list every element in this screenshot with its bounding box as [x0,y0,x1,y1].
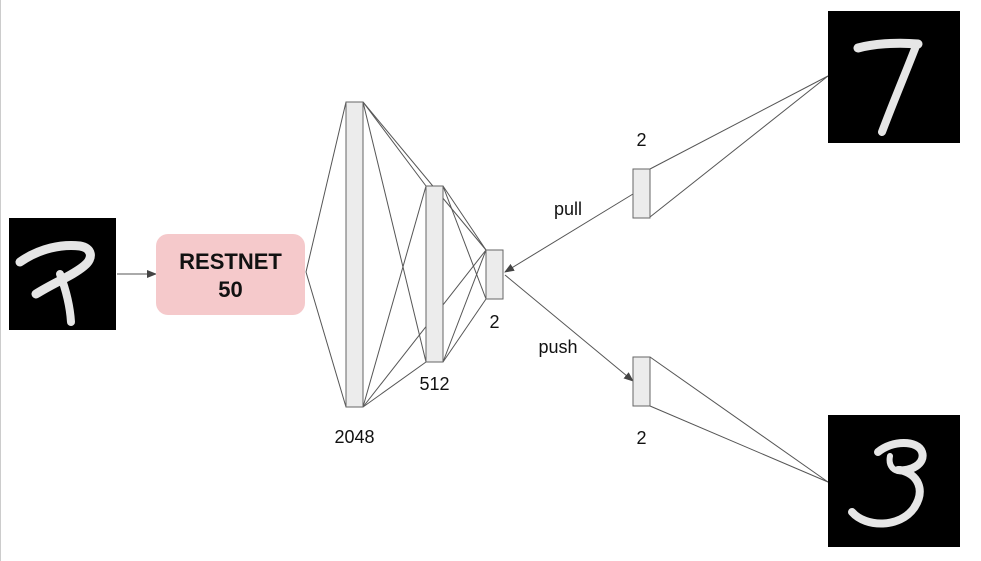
layer2-to-layer3-connections [442,185,487,363]
push-label: push [538,337,577,357]
resnet-to-layer1-connections [305,101,347,408]
positive-embedding-label: 2 [636,130,646,150]
layer-2-label: 2 [489,312,499,332]
resnet-label-line1: RESTNET [179,249,282,274]
layer1-to-layer2-connections [362,101,487,408]
positive-digit-image [828,11,960,143]
input-digit-image [9,218,116,330]
negative-embedding [632,356,651,407]
negative-digit-image [828,415,960,547]
negative-branch-connections [649,356,829,483]
pull-arrow [504,193,634,273]
negative-embedding-label: 2 [636,428,646,448]
push-arrow [504,274,634,382]
positive-branch-connections [649,75,829,218]
resnet-block: RESTNET 50 [156,234,305,315]
layer-512-label: 512 [419,374,449,394]
layer-2048 [345,101,364,408]
layer-512 [425,185,444,363]
pull-label: pull [554,199,582,219]
layer-2048-label: 2048 [334,427,374,447]
layer-2-embedding [485,249,504,300]
positive-embedding [632,168,651,219]
resnet-label-line2: 50 [218,277,242,302]
